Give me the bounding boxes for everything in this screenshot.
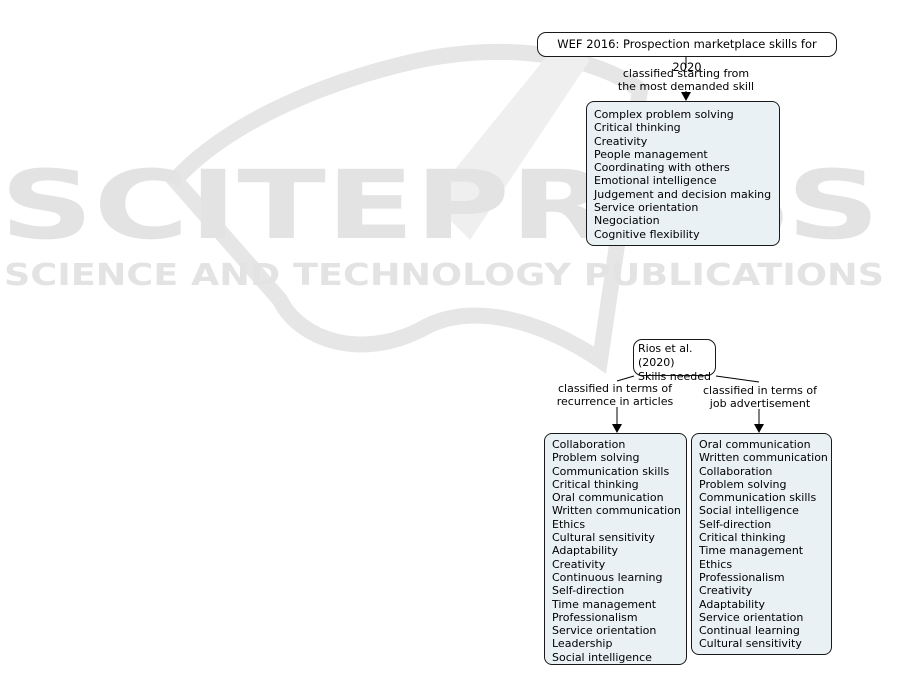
skill-item: Critical thinking — [594, 121, 681, 135]
skill-item: Problem solving — [552, 451, 640, 465]
watermark-book-outline — [164, 44, 649, 374]
skill-item: Ethics — [699, 557, 733, 571]
wef-title-node: WEF 2016: Prospection marketplace skills… — [537, 32, 837, 74]
skill-item: Written communication — [699, 451, 828, 465]
skill-item: Social intelligence — [699, 504, 799, 518]
skill-item: Self-direction — [552, 584, 625, 598]
rios-left-edge — [616, 375, 635, 382]
wef-edge-label-line1: classified starting from — [622, 67, 750, 80]
rios-right-label-line2: job advertisement — [709, 397, 811, 410]
skill-item: Creativity — [699, 584, 753, 598]
skill-item: Complex problem solving — [594, 108, 734, 121]
rios-title-line2: Skills needed — [638, 370, 711, 383]
rios-title-line1: Rios et al. (2020) — [638, 342, 693, 369]
skill-item: Collaboration — [552, 438, 626, 451]
skill-item: Professionalism — [552, 610, 638, 624]
skill-item: Critical thinking — [699, 531, 786, 545]
skill-item: Oral communication — [552, 491, 664, 505]
wef-edge-label: classified starting from the most demand… — [606, 67, 766, 93]
skill-item: Continual learning — [699, 624, 800, 638]
wef-title: WEF 2016: Prospection marketplace skills… — [557, 37, 817, 74]
skill-item: Communication skills — [699, 491, 817, 505]
skill-item: Critical thinking — [552, 477, 639, 491]
skill-item: Professionalism — [699, 570, 785, 584]
skill-item: Negociation — [594, 214, 660, 228]
skill-item: Written communication — [552, 504, 681, 518]
skill-item: Oral communication — [699, 438, 811, 451]
skill-item: People management — [594, 147, 708, 161]
rios-right-label-line1: classified in terms of — [702, 384, 818, 397]
skill-item: Leadership — [552, 637, 613, 651]
rios-left-label-line2: recurrence in articles — [556, 395, 674, 408]
skill-item: Social intelligence — [552, 650, 652, 664]
skill-item: Cognitive flexibility — [594, 227, 700, 241]
skill-item: Time management — [552, 597, 657, 611]
skill-item: Emotional intelligence — [594, 174, 717, 188]
skill-item: Communication skills — [552, 464, 670, 478]
skill-item: Service orientation — [594, 201, 699, 215]
skill-item: Creativity — [552, 557, 606, 571]
rios-left-edge-label: classified in terms of recurrence in art… — [545, 382, 685, 408]
skill-item: Cultural sensitivity — [699, 637, 802, 651]
wef-edge-label-line2: the most demanded skill — [617, 80, 755, 93]
rios-right-edge — [715, 375, 760, 383]
skill-item: Creativity — [594, 134, 648, 148]
rios-title-node: Rios et al. (2020) Skills needed — [633, 339, 716, 383]
skill-item: Problem solving — [699, 477, 787, 491]
skill-item: Judgement and decision making — [594, 187, 772, 201]
rios-right-arrowhead — [754, 424, 764, 433]
rios-left-arrowhead — [612, 424, 622, 433]
watermark-pen-icon — [430, 40, 590, 240]
skill-item: Service orientation — [699, 610, 804, 624]
skill-item: Cultural sensitivity — [552, 531, 655, 545]
skill-item: Adaptability — [699, 597, 766, 611]
skill-item: Ethics — [552, 517, 586, 531]
skill-item: Collaboration — [699, 464, 773, 478]
skill-item: Time management — [699, 544, 804, 558]
rios-right-edge-label: classified in terms of job advertisement — [690, 384, 830, 410]
skill-item: Continuous learning — [552, 570, 663, 584]
skill-item: Service orientation — [552, 624, 657, 638]
skill-item: Adaptability — [552, 544, 619, 558]
wef-arrowhead — [681, 92, 691, 101]
watermark-subtitle: SCIENCE AND TECHNOLOGY PUBLICATIONS — [4, 258, 884, 293]
skill-item: Coordinating with others — [594, 161, 730, 175]
skill-item: Self-direction — [699, 517, 772, 531]
rios-left-label-line1: classified in terms of — [557, 382, 673, 395]
